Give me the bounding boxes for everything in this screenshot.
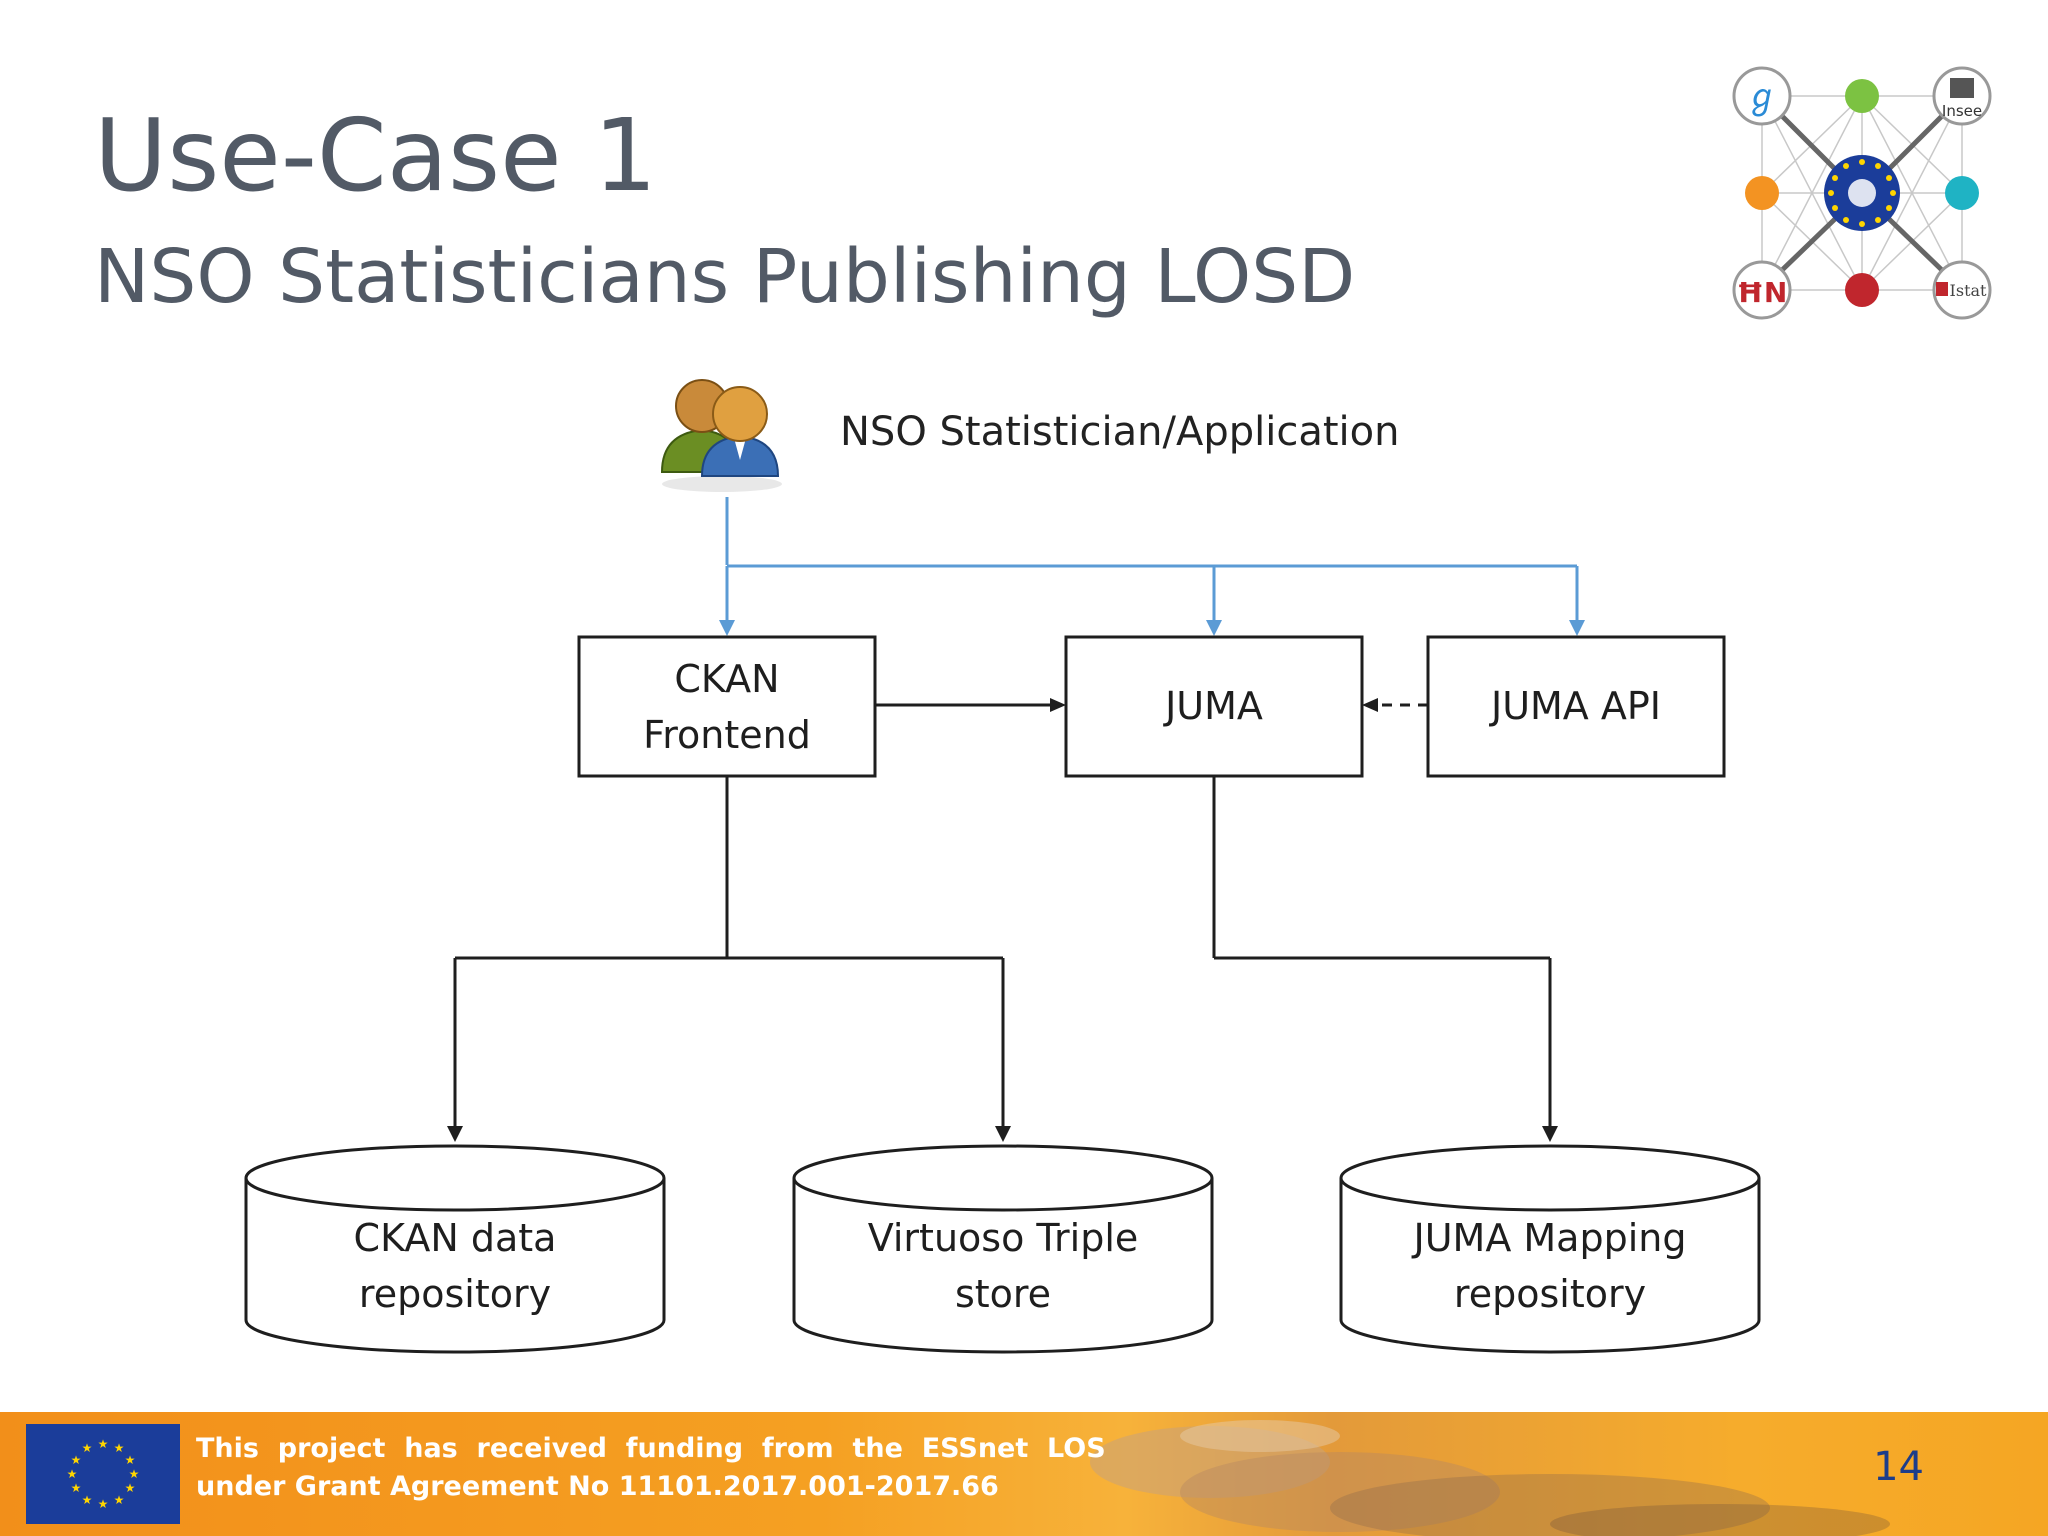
juma-mapping-line1: JUMA Mapping <box>1413 1216 1687 1260</box>
arrow-to-ckan-frontend <box>719 620 735 636</box>
actor-connectors <box>725 497 1579 624</box>
arrow-to-juma <box>1206 620 1222 636</box>
virtuoso-cylinder <box>792 1144 1214 1354</box>
svg-text:★: ★ <box>129 1467 140 1481</box>
arrow-to-juma-api <box>1569 620 1585 636</box>
users-icon <box>660 379 782 492</box>
svg-text:★: ★ <box>98 1437 109 1451</box>
svg-text:★: ★ <box>82 1441 93 1455</box>
svg-text:★: ★ <box>125 1481 136 1495</box>
virtuoso-line1: Virtuoso Triple <box>867 1216 1139 1260</box>
architecture-diagram <box>244 497 1761 1354</box>
page-number: 14 <box>1873 1444 1924 1490</box>
footer-decoration <box>1090 1420 1890 1536</box>
virtuoso-line2: store <box>954 1272 1052 1316</box>
juma-mapping-cylinder <box>1339 1144 1761 1354</box>
istat-label: Istat <box>1950 281 1988 300</box>
juma-api-box <box>1426 635 1726 778</box>
ckan-repo-label: CKAN data repository <box>246 1210 664 1322</box>
juma-api-label: JUMA API <box>1491 684 1661 728</box>
logo-hsn-icon <box>1732 260 1792 320</box>
svg-text:★: ★ <box>125 1453 136 1467</box>
svg-text:★: ★ <box>67 1467 78 1481</box>
ckan-frontend-line2: Frontend <box>643 713 811 757</box>
svg-text:ĦN: ĦN <box>1737 276 1788 309</box>
juma-mapping-label: JUMA Mapping repository <box>1341 1210 1759 1322</box>
svg-text:★: ★ <box>114 1441 125 1455</box>
arrow-to-virtuoso <box>995 1126 1011 1142</box>
arrow-to-ckan-repo <box>447 1126 463 1142</box>
api-to-juma-arrowhead <box>1362 698 1378 712</box>
logo-orange-dot-icon <box>1745 176 1779 210</box>
juma-mapping-line2: repository <box>1453 1272 1647 1316</box>
footer-bar: ★★★ ★★★ ★★★ ★★★ This project has receive… <box>0 1412 2048 1536</box>
slide-subtitle: NSO Statisticians Publishing LOSD <box>94 234 1356 320</box>
logo-node-icon <box>1732 66 1792 126</box>
funding-line2: under Grant Agreement No 11101.2017.001-… <box>196 1471 999 1502</box>
ckan-frontend-line1: CKAN <box>674 657 780 701</box>
logo-teal-dot-icon <box>1945 176 1979 210</box>
funding-line1: This project has received funding from t… <box>196 1433 1106 1464</box>
slide-title: Use-Case 1 <box>94 97 658 214</box>
eu-flag-icon: ★★★ ★★★ ★★★ ★★★ <box>26 1424 180 1524</box>
svg-text:★: ★ <box>82 1493 93 1507</box>
actor-label: NSO Statistician/Application <box>840 409 1400 455</box>
ckan-frontend-box <box>577 635 877 778</box>
svg-text:★: ★ <box>98 1497 109 1511</box>
logo-red-dot-icon <box>1845 273 1879 307</box>
ckan-connectors <box>453 776 1005 1130</box>
juma-label: JUMA <box>1165 684 1263 728</box>
svg-text:★: ★ <box>71 1481 82 1495</box>
insee-label: Insee <box>1942 102 1982 120</box>
ckan-repo-cylinder <box>244 1144 666 1354</box>
funding-notice: This project has received funding from t… <box>196 1430 1106 1506</box>
arrow-to-juma-mapping <box>1542 1126 1558 1142</box>
svg-text:★: ★ <box>114 1493 125 1507</box>
ckan-to-juma-arrowhead <box>1050 698 1066 712</box>
essnet-los-logo: ℊ Insee ĦN Istat <box>1732 66 1992 320</box>
svg-text:★: ★ <box>71 1453 82 1467</box>
juma-connectors <box>1212 776 1552 1130</box>
logo-green-dot-icon <box>1845 79 1879 113</box>
ckan-repo-line2: repository <box>358 1272 552 1316</box>
ckan-repo-line1: CKAN data <box>353 1216 557 1260</box>
juma-box <box>1064 635 1364 778</box>
istat-logo-icon <box>1932 260 1992 320</box>
virtuoso-label: Virtuoso Triple store <box>794 1210 1212 1322</box>
ckan-frontend-label: CKAN Frontend <box>579 651 875 763</box>
svg-text:ℊ: ℊ <box>1745 77 1779 117</box>
